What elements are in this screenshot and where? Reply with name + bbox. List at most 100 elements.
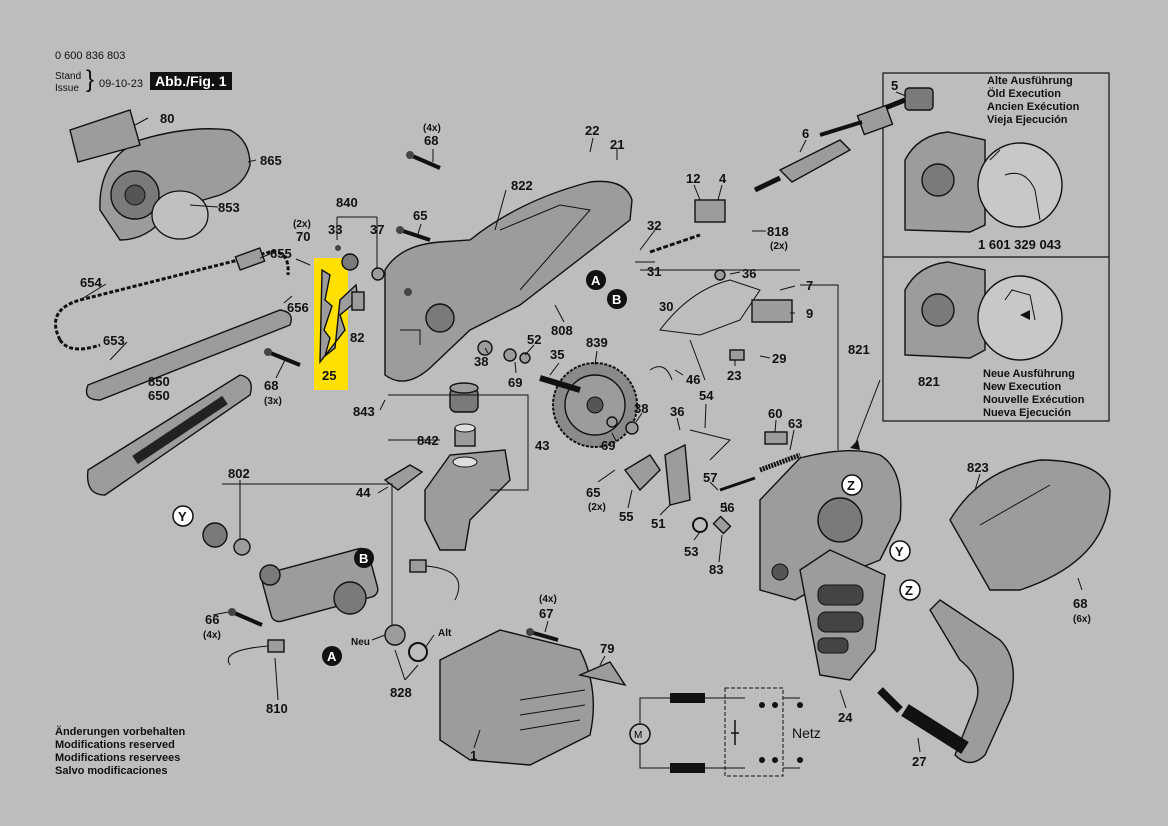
washers-828 xyxy=(384,624,428,662)
svg-text:B: B xyxy=(359,551,368,566)
callout-27: 27 xyxy=(912,754,926,769)
label-79 xyxy=(577,661,627,687)
callout-69-left: 69 xyxy=(508,375,522,390)
qty-4x-67: (4x) xyxy=(539,594,557,605)
qty-2x-65: (2x) xyxy=(588,502,606,513)
callout-44: 44 xyxy=(356,485,371,500)
callout-79: 79 xyxy=(600,641,614,656)
callout-67: 67 xyxy=(539,606,553,621)
callout-650: 650 xyxy=(148,388,170,403)
callout-54: 54 xyxy=(699,388,714,403)
cord-clamp xyxy=(649,199,726,254)
old-exec-fr: Ancien Exécution xyxy=(987,101,1080,113)
callout-55: 55 xyxy=(619,509,633,524)
motor-armature xyxy=(259,547,379,623)
callout-68-top: 68 xyxy=(424,133,438,148)
old-execution-housing xyxy=(904,131,1063,233)
callout-56: 56 xyxy=(720,500,734,515)
sprocket-assembly xyxy=(335,245,385,281)
callout-808: 808 xyxy=(551,323,573,338)
callout-653: 653 xyxy=(103,333,125,348)
svg-text:A: A xyxy=(591,273,601,288)
marker-y-housing: Y xyxy=(889,540,911,562)
qty-2x-818: (2x) xyxy=(770,241,788,252)
callout-818: 818 xyxy=(767,224,789,239)
gear-housing xyxy=(759,449,902,601)
issue-date: 09-10-23 xyxy=(99,78,144,90)
cord-sleeve xyxy=(778,139,852,183)
callout-842: 842 xyxy=(417,433,439,448)
callout-69-right: 69 xyxy=(601,438,615,453)
callout-63: 63 xyxy=(788,416,802,431)
callout-23: 23 xyxy=(727,368,741,383)
callout-828: 828 xyxy=(390,685,412,700)
front-handle xyxy=(901,599,1015,764)
marker-b-motor: B xyxy=(354,548,374,568)
callout-22: 22 xyxy=(585,123,599,138)
callout-38-left: 38 xyxy=(474,354,488,369)
leader-lines xyxy=(79,91,1083,753)
document-number: 0 600 836 803 xyxy=(55,50,126,62)
brace-icon: } xyxy=(86,66,95,93)
marker-a-motor: A xyxy=(322,646,342,666)
callout-6: 6 xyxy=(802,126,809,141)
callout-65-mid: 65 xyxy=(586,485,600,500)
callout-655: 655 xyxy=(270,246,292,261)
callout-66: 66 xyxy=(205,612,219,627)
qty-4x-68: (4x) xyxy=(423,123,441,134)
marker-a-top: A xyxy=(586,270,606,290)
bracket-843-43 xyxy=(388,394,529,491)
svg-text:Y: Y xyxy=(178,509,187,524)
svg-text:A: A xyxy=(327,649,337,664)
motor-housing xyxy=(439,629,594,766)
callout-37: 37 xyxy=(370,222,384,237)
callout-80: 80 xyxy=(160,111,174,126)
callout-850: 850 xyxy=(148,374,170,389)
callout-70: 70 xyxy=(296,229,310,244)
inset-label-821: 821 xyxy=(918,374,940,389)
screw-68-left xyxy=(264,348,301,367)
blade-cover xyxy=(69,109,251,241)
callout-821: 821 xyxy=(848,342,870,357)
guide-bar xyxy=(85,247,292,401)
marker-z-housing: Z xyxy=(841,474,863,496)
large-gear xyxy=(539,362,638,448)
screw-65 xyxy=(396,226,431,242)
callout-29: 29 xyxy=(772,351,786,366)
callout-1: 1 xyxy=(470,748,477,763)
old-exec-es: Vieja Ejecución xyxy=(987,114,1068,126)
callout-36-mid: 36 xyxy=(670,404,684,419)
screw-66 xyxy=(228,608,263,627)
qty-2x-70: (2x) xyxy=(293,219,311,230)
bar-cover xyxy=(86,374,252,496)
bracket-821 xyxy=(800,284,839,450)
callout-68-left: 68 xyxy=(264,378,278,393)
main-housing xyxy=(384,180,633,382)
callout-53: 53 xyxy=(684,544,698,559)
svg-text:M: M xyxy=(634,730,642,741)
old-exec-de: Alte Ausführung xyxy=(987,75,1073,87)
rear-handle xyxy=(799,549,903,713)
callout-865: 865 xyxy=(260,153,282,168)
callout-656: 656 xyxy=(287,300,309,315)
inset-frame xyxy=(882,72,1110,422)
stand-label: Stand xyxy=(55,71,82,82)
brake-parts xyxy=(623,429,801,535)
callout-36-top: 36 xyxy=(742,266,756,281)
qty-3x-68: (3x) xyxy=(264,396,282,407)
callout-65-top: 65 xyxy=(413,208,427,223)
callout-810: 810 xyxy=(266,701,288,716)
figure-label: Abb./Fig. 1 xyxy=(150,72,232,90)
callout-24: 24 xyxy=(838,710,853,725)
callout-60: 60 xyxy=(768,406,782,421)
callout-31: 31 xyxy=(647,264,661,279)
marker-b-top: B xyxy=(607,289,627,309)
callout-853: 853 xyxy=(218,200,240,215)
issue-label: Issue xyxy=(55,83,79,94)
callout-51: 51 xyxy=(651,516,665,531)
svg-text:B: B xyxy=(612,292,621,307)
old-exec-en: Öld Execution xyxy=(987,87,1061,100)
svg-text:Z: Z xyxy=(905,583,913,598)
marker-y-motor: Y xyxy=(172,505,194,527)
